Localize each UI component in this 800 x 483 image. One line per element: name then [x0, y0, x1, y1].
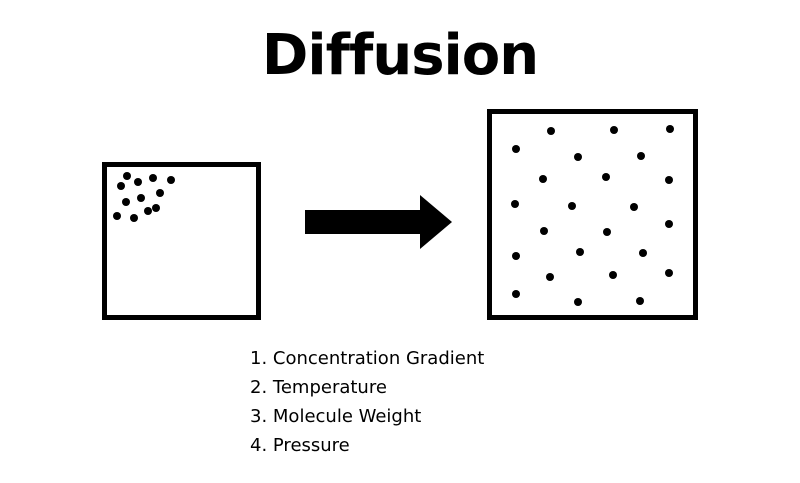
- particle-dot: [547, 127, 555, 135]
- factor-item-molecule-weight: 3. Molecule Weight: [250, 406, 422, 427]
- particle-dot: [134, 178, 142, 186]
- particle-dot: [576, 248, 584, 256]
- particle-dot: [149, 174, 157, 182]
- arrow-head: [420, 195, 452, 249]
- particle-dot: [123, 172, 131, 180]
- particle-dot: [511, 200, 519, 208]
- after-box-border: [487, 109, 698, 320]
- particle-dot: [152, 204, 160, 212]
- factor-item-pressure: 4. Pressure: [250, 435, 350, 456]
- particle-dot: [636, 297, 644, 305]
- particle-dot: [574, 298, 582, 306]
- particle-dot: [512, 145, 520, 153]
- particle-dot: [602, 173, 610, 181]
- particle-dot: [639, 249, 647, 257]
- particle-dot: [630, 203, 638, 211]
- particle-dot: [609, 271, 617, 279]
- arrow-icon: [305, 195, 452, 249]
- particle-dot: [137, 194, 145, 202]
- particle-dot: [113, 212, 121, 220]
- particle-dot: [603, 228, 611, 236]
- particle-dot: [540, 227, 548, 235]
- particle-dot: [574, 153, 582, 161]
- particle-dot: [665, 176, 673, 184]
- clustered-particles: [113, 172, 175, 222]
- before-box: [102, 162, 261, 320]
- particle-dot: [637, 152, 645, 160]
- particle-dot: [665, 220, 673, 228]
- diffusion-factors-list: 1. Concentration Gradient 2. Temperature…: [250, 344, 484, 460]
- factor-item-concentration-gradient: 1. Concentration Gradient: [250, 348, 485, 369]
- after-box: [487, 109, 698, 320]
- particle-dot: [156, 189, 164, 197]
- arrow-shaft: [305, 210, 422, 234]
- factor-item-temperature: 2. Temperature: [250, 377, 387, 398]
- particle-dot: [144, 207, 152, 215]
- spread-particles: [511, 125, 674, 306]
- particle-dot: [546, 273, 554, 281]
- particle-dot: [117, 182, 125, 190]
- particle-dot: [122, 198, 130, 206]
- particle-dot: [665, 269, 673, 277]
- particle-dot: [167, 176, 175, 184]
- page-title: Diffusion: [261, 23, 539, 88]
- particle-dot: [512, 252, 520, 260]
- particle-dot: [512, 290, 520, 298]
- particle-dot: [130, 214, 138, 222]
- particle-dot: [539, 175, 547, 183]
- particle-dot: [610, 126, 618, 134]
- particle-dot: [568, 202, 576, 210]
- particle-dot: [666, 125, 674, 133]
- before-box-border: [102, 162, 261, 320]
